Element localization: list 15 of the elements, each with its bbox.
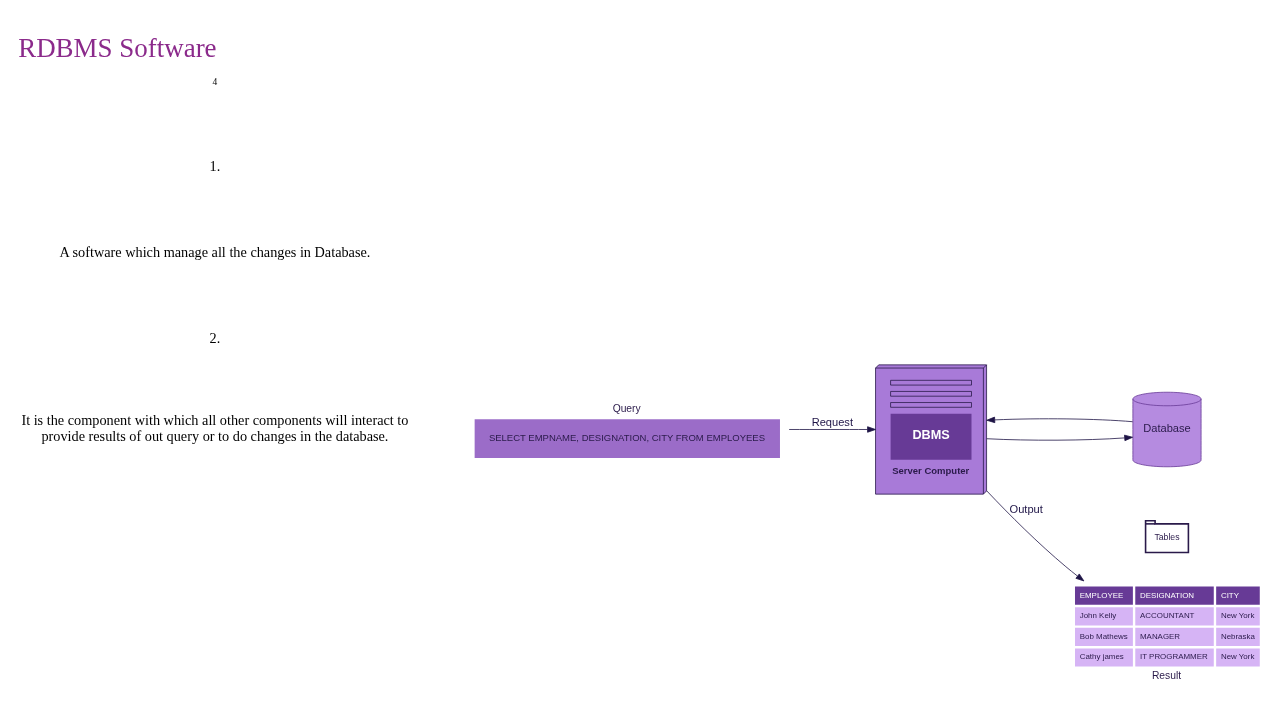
label: 4 (212, 76, 218, 87)
label: 2. (209, 329, 221, 346)
diagram-title: RDBMS Software (18, 32, 217, 63)
label: A software which manage all the changes in Database. (59, 243, 371, 260)
label: 1. (209, 157, 221, 174)
node-label: Query (612, 402, 641, 414)
arrow (986, 434, 1133, 441)
arrow (986, 490, 1085, 581)
arrow (986, 416, 1133, 423)
label: It is the component with which all other components will interact to provide results of out query or to do changes in the database. (21, 411, 409, 444)
edge-label: Output (1009, 502, 1043, 515)
node-label: Result (1151, 669, 1182, 681)
edge-label: Request (811, 415, 853, 428)
node-box: SELECT EMPNAME, DESIGNATION, CITY FROM EMPLOYEES (474, 418, 780, 458)
arrow (788, 425, 876, 433)
